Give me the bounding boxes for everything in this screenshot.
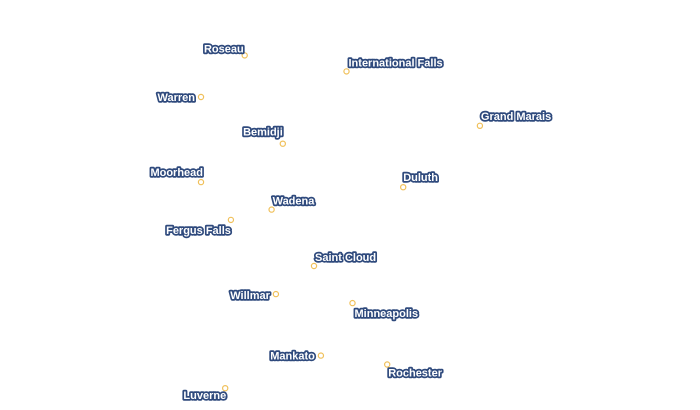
city-marker-bemidji[interactable] xyxy=(279,140,286,147)
city-marker-duluth[interactable] xyxy=(400,183,407,191)
city-marker-roseau[interactable] xyxy=(241,52,248,59)
city-label-willmar: Willmar xyxy=(230,290,270,302)
city-marker-luverne[interactable] xyxy=(221,385,229,392)
city-label-grand-marais: Grand Marais xyxy=(481,111,551,123)
city-label-minneapolis: Minneapolis xyxy=(355,308,419,320)
city-label-moorhead: Moorhead xyxy=(150,167,203,179)
city-label-mankato: Mankato xyxy=(270,351,315,363)
city-marker-grand-marais[interactable] xyxy=(476,122,484,130)
city-label-luverne: Luverne xyxy=(183,390,226,402)
city-marker-saint-cloud[interactable] xyxy=(310,262,318,270)
city-label-bemidji: Bemidji xyxy=(243,127,283,139)
city-label-international-falls: International Falls xyxy=(349,57,443,69)
city-marker-rochester[interactable] xyxy=(384,361,391,368)
city-markers xyxy=(197,52,484,392)
city-label-warren: Warren xyxy=(158,92,196,104)
city-marker-warren[interactable] xyxy=(197,93,205,101)
city-marker-mankato[interactable] xyxy=(317,352,325,359)
city-marker-minneapolis[interactable] xyxy=(349,299,356,307)
city-marker-international-falls[interactable] xyxy=(343,68,350,75)
city-label-fergus-falls: Fergus Falls xyxy=(166,225,231,237)
city-label-rochester: Rochester xyxy=(388,368,443,380)
city-marker-fergus-falls[interactable] xyxy=(227,216,235,224)
city-label-roseau: Roseau xyxy=(204,43,244,55)
city-marker-willmar[interactable] xyxy=(272,290,280,298)
city-label-duluth: Duluth xyxy=(403,172,438,184)
city-label-saint-cloud: Saint Cloud xyxy=(315,252,376,264)
city-marker-moorhead[interactable] xyxy=(197,178,205,186)
city-marker-wadena[interactable] xyxy=(268,206,275,213)
city-label-wadena: Wadena xyxy=(273,196,316,208)
